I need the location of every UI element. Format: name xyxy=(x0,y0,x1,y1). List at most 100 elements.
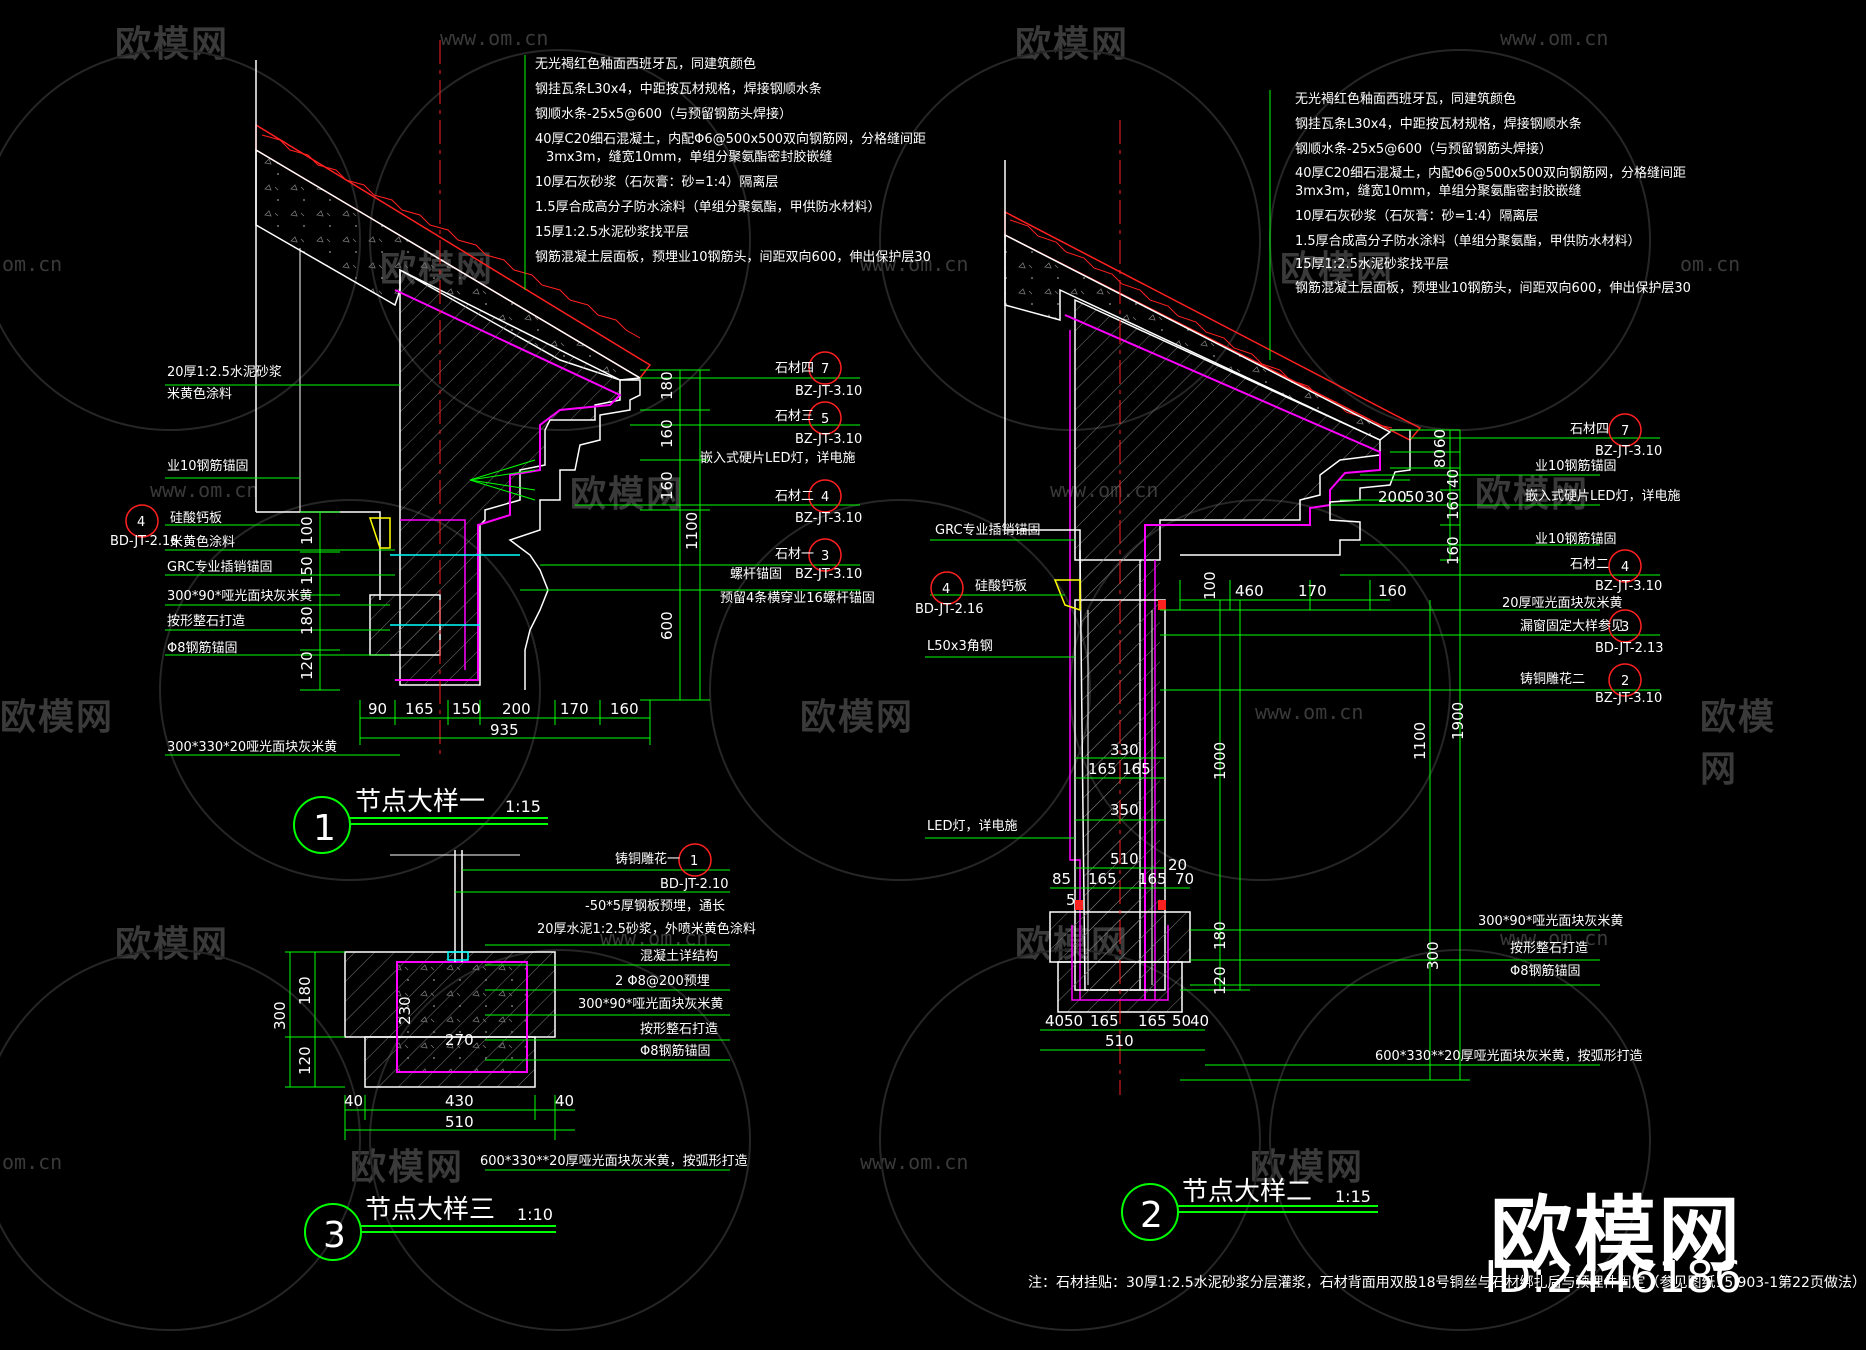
d1-ref-num: 4 xyxy=(821,490,829,505)
d1-stone-molding xyxy=(508,379,641,690)
d2-ref-name: 漏窗固定大样参见 xyxy=(1520,618,1624,634)
d2-dim: 300 xyxy=(1424,941,1442,970)
d1-title: 节点大样一 xyxy=(355,787,485,817)
d2-dim: 40 xyxy=(1045,1012,1064,1030)
d3-title: 节点大样三 xyxy=(365,1195,495,1225)
footnote: 注：石材挂贴：30厚1:2.5水泥砂浆分层灌浆，石材背面用双股18号铜丝与石材绑… xyxy=(1028,1275,1866,1291)
d2-dim: 350 xyxy=(1110,801,1139,819)
d1-dim: 600 xyxy=(658,611,676,640)
d1-ref-code: BZ-JT-3.10 xyxy=(795,384,862,399)
d1-title-num: 1 xyxy=(313,808,336,849)
d2-dim: 80 xyxy=(1431,449,1449,468)
d2-scale: 1:15 xyxy=(1335,1187,1371,1206)
d2-ref-name: 业10钢筋锚固 xyxy=(1535,458,1617,474)
d1-layer: 1.5厚合成高分子防水涂料（单组分聚氨酯，甲供防水材料） xyxy=(535,199,881,215)
d2-layer: 钢挂瓦条L30x4，中距按瓦材规格，焊接钢顺水条 xyxy=(1295,116,1582,132)
d1-dim: 120 xyxy=(298,651,316,680)
d1-left-ref-code: BD-JT-2.16 xyxy=(110,534,179,549)
d1-ref-name: 石材二 xyxy=(775,489,814,504)
d3-dim: 40 xyxy=(555,1092,574,1110)
d2-bottom-label: 600*330**20厚哑光面块灰米黄，按弧形打造 xyxy=(1375,1049,1643,1064)
d2-dim: 160 xyxy=(1378,582,1407,600)
d2-dim: 510 xyxy=(1110,850,1139,868)
d1-scale: 1:15 xyxy=(505,797,541,816)
detail-1-text: 无光褐红色釉面西班牙瓦，同建筑颜色 钢挂瓦条L30x4，中距按瓦材规格，焊接钢顺… xyxy=(110,56,931,849)
detail-3-text: 铸铜雕花一 1 BD-JT-2.10 -50*5厚钢板预埋，通长 20厚水泥1:… xyxy=(271,851,756,1256)
d1-ref-name: 石材四 xyxy=(775,361,814,376)
d1-layer: 10厚石灰砂浆（石灰膏：砂=1:4）隔离层 xyxy=(535,174,778,190)
d2-dim: 165 xyxy=(1090,1012,1119,1030)
d1-dim: 165 xyxy=(405,700,434,718)
d2-left-label: 硅酸钙板 xyxy=(975,579,1027,594)
d1-ref-name: 预留4条横穿业16螺杆锚固 xyxy=(720,590,875,606)
d2-dim: 120 xyxy=(1211,966,1229,995)
d3-dim: 40 xyxy=(344,1092,363,1110)
d2-ref-num: 2 xyxy=(1621,674,1629,689)
d1-left-label: GRC专业插销锚固 xyxy=(167,560,273,575)
d1-left-label: 20厚1:2.5水泥砂浆 xyxy=(167,365,282,380)
d3-label: 混凝土详结构 xyxy=(640,948,718,964)
d1-bottom-label: 300*330*20哑光面块灰米黄 xyxy=(167,740,337,755)
d1-left-label: 300*90*哑光面块灰米黄 xyxy=(167,589,312,604)
d1-left-label: 米黄色涂料 xyxy=(170,534,235,550)
d1-left-label: 米黄色涂料 xyxy=(167,386,232,402)
d1-ref-name: 石材一 xyxy=(775,547,814,562)
d1-dim: 200 xyxy=(502,700,531,718)
d2-title-num: 2 xyxy=(1140,1195,1163,1236)
d2-dim: 1900 xyxy=(1449,702,1467,740)
d1-dim: 180 xyxy=(298,606,316,635)
d1-dim: 100 xyxy=(298,516,316,545)
d1-dim: 170 xyxy=(560,700,589,718)
d2-dim: 1100 xyxy=(1411,722,1429,760)
detail-1-drawing xyxy=(125,40,860,854)
d1-dim: 935 xyxy=(490,721,519,739)
d2-dim: 50 xyxy=(1405,488,1424,506)
d2-ref-name: 石材四 xyxy=(1570,422,1609,437)
d1-left-label: Φ8钢筋锚固 xyxy=(167,640,238,656)
d1-layer: 钢顺水条-25x5@600（与预留钢筋头焊接） xyxy=(535,106,792,122)
d3-label: Φ8钢筋锚固 xyxy=(640,1043,711,1059)
d3-dim: 430 xyxy=(445,1092,474,1110)
d2-layer: 3mx3m，缝宽10mm，单组分聚氨酯密封胶嵌缝 xyxy=(1295,183,1581,199)
d2-ref-name: 20厚哑光面块灰米黄 xyxy=(1502,596,1623,611)
d2-ref-num: 4 xyxy=(1621,560,1629,575)
d2-ref-code: BZ-JT-3.10 xyxy=(1595,579,1662,594)
d3-title-num: 3 xyxy=(323,1215,346,1256)
d2-left-label: L50x3角钢 xyxy=(927,639,993,654)
d1-dim: 160 xyxy=(658,419,676,448)
d1-ref-name: 嵌入式硬片LED灯，详电施 xyxy=(700,451,855,466)
d2-dim: 85 xyxy=(1052,870,1071,888)
d2-dim: 165 xyxy=(1088,760,1117,778)
d1-dim: 1100 xyxy=(683,512,701,550)
d2-dim: 160 xyxy=(1444,491,1462,520)
d2-ref-num: 3 xyxy=(1621,620,1629,635)
d2-ref-name: 嵌入式硬片LED灯，详电施 xyxy=(1525,489,1680,504)
d1-magenta-outline xyxy=(394,289,622,681)
d2-left-label: LED灯，详电施 xyxy=(927,819,1017,834)
d2-dim: 165 xyxy=(1122,760,1151,778)
d2-dim: 20 xyxy=(1168,856,1187,874)
d2-dim: 330 xyxy=(1110,741,1139,759)
d3-label: 300*90*哑光面块灰米黄 xyxy=(578,997,723,1012)
d2-layer: 40厚C20细石混凝土，内配Φ6@500x500双向钢筋网，分格缝间距 xyxy=(1295,165,1686,181)
d2-ref-name: 铸铜雕花二 xyxy=(1520,671,1585,687)
d1-layer: 钢筋混凝土层面板，预埋业10钢筋头，间距双向600，伸出保护层30 xyxy=(535,249,931,265)
d1-layer: 15厚1:2.5水泥砂浆找平层 xyxy=(535,225,689,240)
d3-label: 20厚水泥1:2.5砂浆，外喷米黄色涂料 xyxy=(537,921,756,937)
d2-title: 节点大样二 xyxy=(1182,1177,1312,1207)
d3-label: 按形整石打造 xyxy=(640,1022,718,1037)
d2-magenta-outline xyxy=(1064,314,1381,1000)
d2-dim: 165 xyxy=(1138,1012,1167,1030)
d2-dim: 200 xyxy=(1378,488,1407,506)
d2-dim: 60 xyxy=(1431,429,1449,448)
d1-dim: 150 xyxy=(452,700,481,718)
d2-dim: 30 xyxy=(1425,488,1444,506)
d2-dim: 165 xyxy=(1138,870,1167,888)
d2-ref-code: BZ-JT-3.10 xyxy=(1595,444,1662,459)
d1-dim: 150 xyxy=(298,556,316,585)
d2-dim: 50 xyxy=(1172,1012,1191,1030)
d2-dim: 40 xyxy=(1444,469,1462,488)
d2-layer: 钢顺水条-25x5@600（与预留钢筋头焊接） xyxy=(1295,141,1552,157)
d1-magenta-inner xyxy=(400,519,466,670)
d3-ref-code: BD-JT-2.10 xyxy=(660,877,729,892)
